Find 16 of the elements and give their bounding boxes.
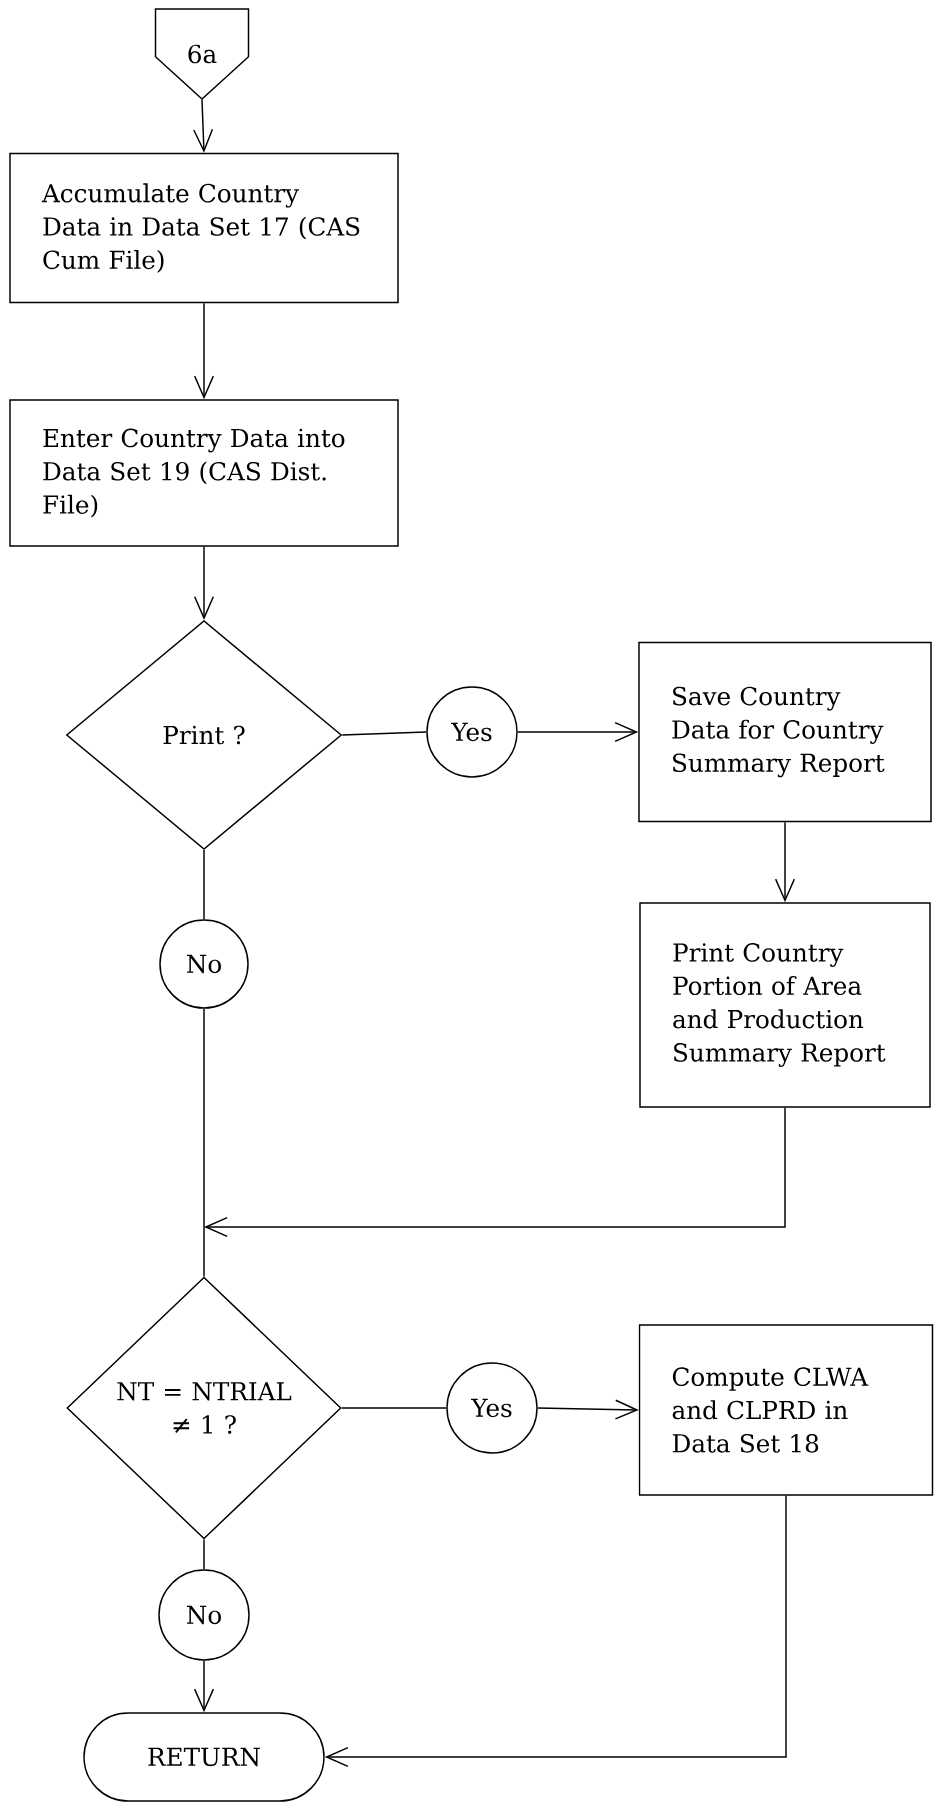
- process-box: Compute CLWA and CLPRD in Data Set 18: [638, 1324, 934, 1496]
- process-box: Save Country Data for Country Summary Report: [638, 641, 932, 823]
- arrow: [193, 99, 214, 153]
- arrow: [193, 1660, 215, 1713]
- arrow: [537, 1399, 639, 1420]
- arrow: [193, 546, 215, 620]
- terminator: RETURN: [83, 1712, 325, 1802]
- arrow: [517, 721, 639, 743]
- process-box: Enter Country Data into Data Set 19 (CAS Dist. File): [9, 399, 399, 547]
- process-box: Print Country Portion of Area and Production Summary Report: [639, 902, 931, 1108]
- arrow: [324, 1495, 787, 1768]
- arrow: [774, 821, 796, 903]
- arrow: [204, 1107, 786, 1238]
- arrow: [193, 302, 215, 400]
- process-box: Accumulate Country Data in Data Set 17 (CAS Cum File): [9, 152, 399, 304]
- off-page-connector: 6a: [154, 8, 250, 100]
